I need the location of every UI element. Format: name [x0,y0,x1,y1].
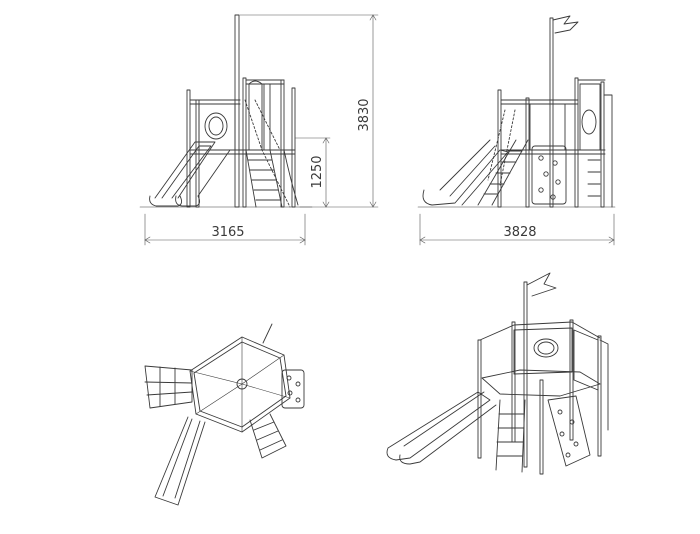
flag-pole [262,323,273,344]
slide [149,141,231,207]
slide [422,139,509,206]
side-elevation-view [417,15,616,208]
porthole-panel [198,103,236,151]
climbing-wall [531,145,567,205]
flag-pennant [552,15,579,34]
flag-pole [234,14,240,208]
ladder [495,399,526,473]
side-width-label: 3828 [503,225,536,240]
porthole-window [533,338,559,358]
slide [386,391,497,465]
front-elevation-view [139,14,313,208]
ladder [249,413,287,459]
front-width-label: 3165 [211,225,244,240]
climbing-net [144,365,193,409]
climbing-wall [281,369,305,409]
porthole-window [204,112,228,140]
front-height-label: 3830 [357,98,372,131]
ladder [245,149,283,208]
front-dimensions [144,14,379,246]
perspective-view [386,272,609,475]
center-pole [236,378,248,390]
hex-platform [189,336,291,433]
flag-pole [523,281,528,468]
side-dimensions [419,213,615,246]
top-plan-view [144,323,305,506]
porthole-window [581,109,597,135]
ladder [477,139,529,206]
platform-height-label: 1250 [310,155,325,188]
flag-pennant [526,272,557,297]
flag-pole [549,17,554,208]
slide [154,416,206,506]
climbing-wall [547,395,591,467]
platform [481,369,601,397]
